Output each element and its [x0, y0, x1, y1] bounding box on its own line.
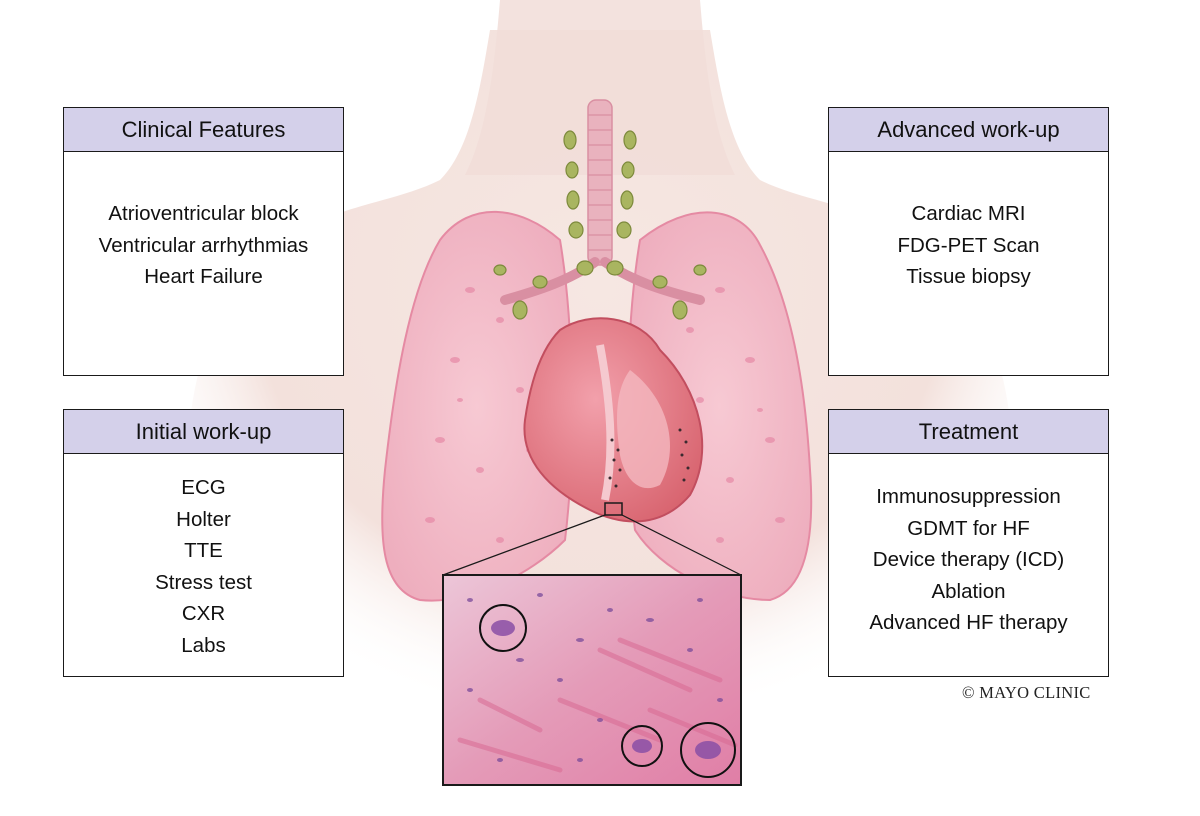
zoom-line-left	[442, 514, 606, 576]
giant-cells	[491, 620, 721, 759]
list-item: FDG-PET Scan	[897, 233, 1040, 257]
heart-granuloma-dots	[608, 428, 690, 488]
trachea	[587, 99, 613, 266]
giant-cell-circles	[479, 604, 736, 778]
list-item: Immunosuppression	[876, 485, 1061, 508]
zoom-line-right	[621, 514, 742, 576]
copyright-notice: © MAYO CLINIC	[962, 683, 1091, 702]
list-item: Atrioventricular block	[108, 202, 299, 225]
treatment-list: Immunosuppression GDMT for HF Device the…	[829, 454, 1108, 639]
heart-chamber	[617, 370, 670, 489]
list-item: Cardiac MRI	[911, 202, 1026, 225]
initial-workup-box: Initial work-up ECG Holter TTE Stress te…	[63, 409, 344, 677]
trachea-rings	[588, 114, 612, 251]
clinical-features-title: Clinical Features	[64, 108, 343, 152]
list-item: Ventricular arrhythmias	[98, 233, 309, 257]
list-item: Heart Failure	[144, 265, 263, 288]
treatment-title: Treatment	[829, 410, 1108, 454]
list-item: Device therapy (ICD)	[872, 548, 1065, 571]
initial-workup-list: ECG Holter TTE Stress test CXR Labs	[64, 454, 343, 661]
list-item: Stress test	[155, 570, 252, 594]
histology-nuclei	[467, 593, 723, 762]
clinical-features-box: Clinical Features Atrioventricular block…	[63, 107, 344, 376]
list-item: GDMT for HF	[907, 516, 1030, 540]
advanced-workup-title: Advanced work-up	[829, 108, 1108, 152]
clinical-features-list: Atrioventricular block Ventricular arrhy…	[64, 152, 343, 293]
initial-workup-title: Initial work-up	[64, 410, 343, 454]
lymph-nodes	[493, 130, 707, 320]
advanced-workup-list: Cardiac MRI FDG-PET Scan Tissue biopsy	[829, 152, 1108, 293]
list-item: ECG	[181, 476, 226, 499]
list-item: Holter	[176, 507, 231, 531]
treatment-box: Treatment Immunosuppression GDMT for HF …	[828, 409, 1109, 677]
zoom-marker	[604, 502, 623, 516]
list-item: Advanced HF therapy	[869, 611, 1068, 634]
list-item: TTE	[184, 539, 223, 562]
list-item: CXR	[181, 602, 226, 625]
heart-septum	[596, 344, 615, 501]
list-item: Ablation	[931, 579, 1006, 603]
advanced-workup-box: Advanced work-up Cardiac MRI FDG-PET Sca…	[828, 107, 1109, 376]
neck	[465, 0, 735, 175]
list-item: Labs	[181, 633, 226, 657]
list-item: Tissue biopsy	[906, 265, 1031, 288]
